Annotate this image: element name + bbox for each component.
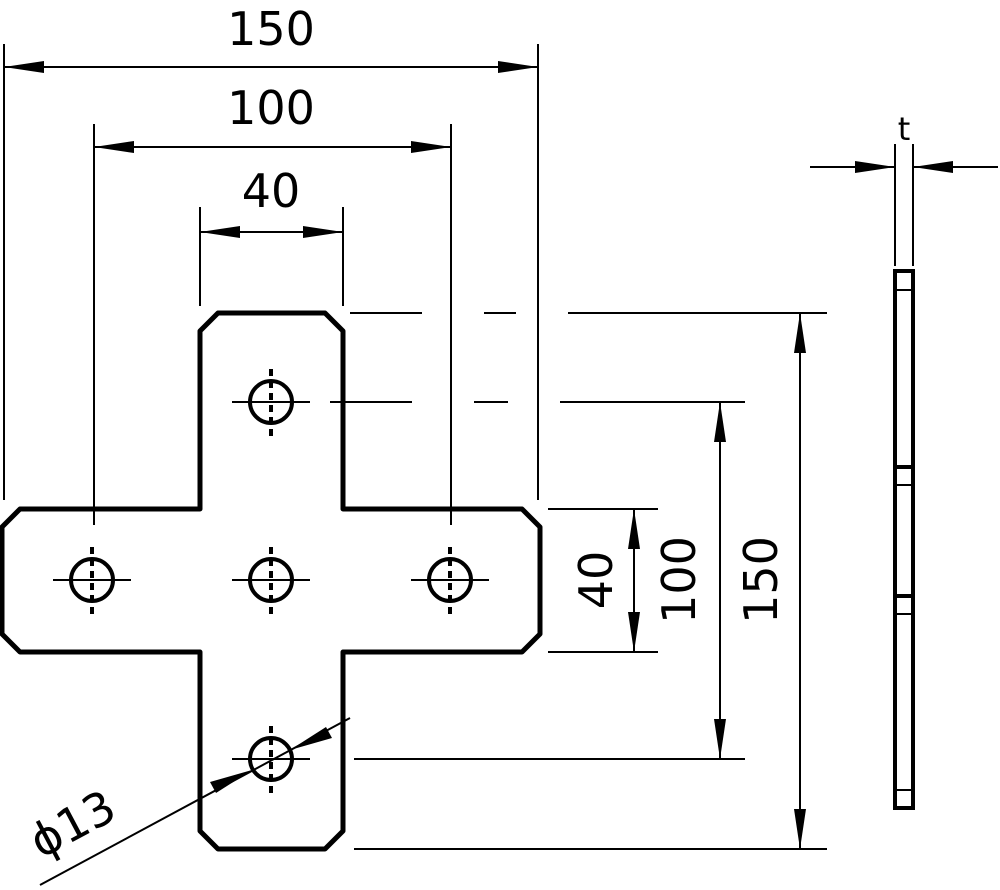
dimension-hole-diameter-label: ϕ13 [21, 779, 125, 868]
hole-center [232, 547, 310, 615]
dimension-overall-height [794, 313, 806, 849]
dimension-hole-spacing-width-label: 100 [227, 81, 315, 135]
dimension-center-width-label: 40 [242, 164, 301, 218]
extension-lines-top [330, 312, 827, 850]
dimension-overall-width-label: 150 [227, 2, 315, 56]
dimension-overall-height-label: 150 [734, 536, 788, 624]
dimension-hole-diameter [39, 717, 351, 886]
dimension-thickness [810, 144, 998, 266]
dimension-center-height-label: 40 [569, 551, 623, 610]
dimension-overall-width [3, 44, 539, 500]
dimension-hole-spacing-width [93, 124, 452, 525]
dimension-center-height [628, 509, 640, 652]
hole-left [53, 547, 131, 615]
dimension-thickness-label: t [898, 110, 911, 148]
side-view-plate [893, 269, 915, 810]
cross-plate-outline [0, 310, 543, 852]
dimension-hole-spacing-height [714, 402, 726, 759]
hole-right [411, 547, 489, 615]
hole-bottom [232, 726, 310, 794]
dimension-center-width [199, 207, 344, 306]
hole-top [232, 369, 310, 437]
dimension-hole-spacing-height-label: 100 [652, 536, 706, 624]
